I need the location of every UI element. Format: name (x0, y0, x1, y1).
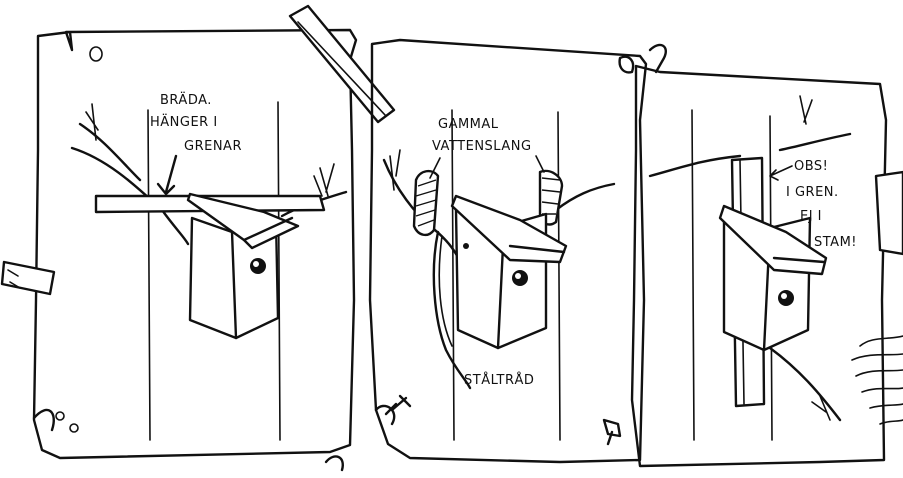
paper-hook (648, 43, 667, 74)
tape-strip (874, 170, 903, 256)
birdhouse-roof (186, 192, 300, 250)
birdhouse-roof-edge (242, 216, 294, 242)
label-line: BRÄDA. (160, 92, 212, 108)
tree-line (147, 109, 151, 441)
garden-hose-piece (412, 169, 440, 237)
pin-hole (69, 423, 79, 433)
tree-branch (648, 154, 742, 178)
panel-3: OBS! I GREN. EJ I STAM! (630, 64, 903, 468)
tree-line (451, 109, 455, 441)
entrance-hole-highlight (515, 273, 521, 279)
entrance-hole-highlight (781, 293, 787, 299)
birdhouse-roof (450, 194, 568, 264)
garden-hose-piece (538, 169, 564, 226)
push-pin-icon (384, 394, 412, 416)
entrance-hole-highlight (253, 261, 259, 267)
birdhouse-roof-edge (772, 256, 826, 264)
screw-point (463, 243, 469, 249)
tree-branch (768, 346, 842, 422)
tree-line (277, 101, 281, 441)
paper-sheet-3 (630, 64, 888, 468)
label-line: HÄNGER I (150, 114, 218, 130)
tree-branch (78, 122, 142, 182)
pointer-arrow (769, 165, 793, 181)
steel-wire (438, 235, 453, 347)
pin-hole (55, 411, 65, 421)
tree-twig (799, 95, 813, 125)
pointer-arrow (429, 157, 441, 179)
label-line: GAMMAL (438, 117, 499, 132)
birdhouse-edge (230, 230, 238, 340)
tape-strip (288, 4, 396, 124)
tree-twig (389, 149, 401, 191)
tape-strip (0, 260, 56, 296)
foliage (851, 335, 903, 425)
panel-2: GAMMAL VATTENSLANG STÅLTRÅD (368, 38, 648, 464)
paper-curl (374, 404, 396, 426)
tree-twig (313, 163, 335, 197)
paper-sheet-2 (368, 38, 648, 464)
paper-curl (618, 55, 635, 74)
birdhouse-roof-edge (508, 244, 566, 254)
label-line: VATTENSLANG (432, 139, 532, 154)
tree-branch (778, 132, 852, 152)
label-line: OBS! (794, 159, 828, 174)
tree-line (691, 109, 695, 441)
push-pin-icon (602, 418, 622, 446)
label-line: STÅLTRÅD (464, 372, 534, 388)
steel-wire (432, 230, 472, 390)
label-line: STAM! (814, 235, 857, 250)
panel-1: BRÄDA. HÄNGER I GRENAR (32, 28, 358, 460)
tree-twig (811, 395, 831, 421)
birdhouse-roof (718, 204, 828, 276)
label-line: EJ I (800, 209, 822, 224)
pin-hole (89, 46, 103, 62)
label-line: I GREN. (786, 185, 839, 200)
paper-curl (32, 408, 55, 432)
pointer-arrow (156, 154, 178, 196)
label-line: GRENAR (184, 139, 242, 154)
paper-sheet-1 (32, 28, 358, 460)
tree-twig (85, 103, 99, 141)
paper-curl (324, 455, 344, 472)
pointer-arrow (535, 155, 545, 173)
tree-line (557, 111, 561, 441)
tree-branch (554, 182, 616, 212)
